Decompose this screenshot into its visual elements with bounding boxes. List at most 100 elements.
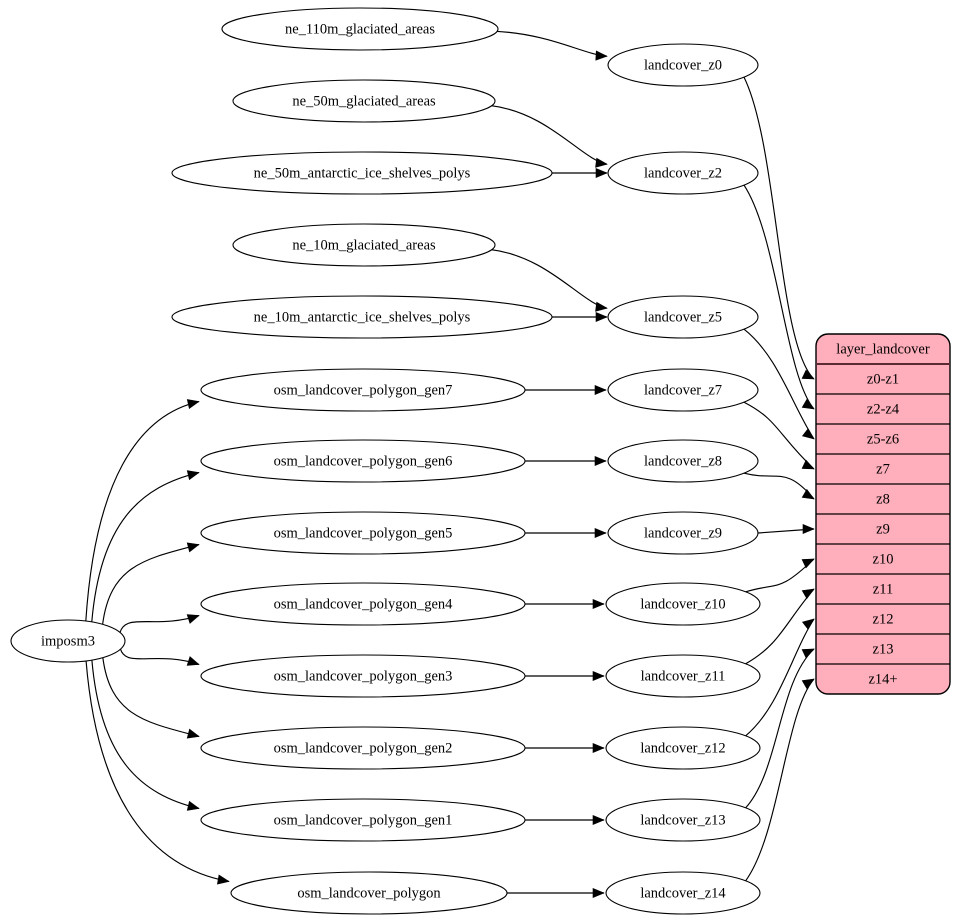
osm-node-ellipse xyxy=(200,439,526,483)
edge-landcover_z13-to-table-arrowhead xyxy=(801,648,815,659)
node-landcover_z12[interactable]: landcover_z12 xyxy=(605,726,761,770)
edge-imposm3-to-osm_landcover_polygon_gen2 xyxy=(102,657,200,738)
node-imposm3[interactable]: imposm3 xyxy=(10,619,126,663)
node-osm_landcover_polygon_gen2[interactable]: osm_landcover_polygon_gen2 xyxy=(200,726,526,770)
node-landcover_z2[interactable]: landcover_z2 xyxy=(607,151,759,195)
landcover-node-ellipse xyxy=(607,151,759,195)
node-label: osm_landcover_polygon_gen1 xyxy=(274,812,453,828)
node-label: landcover_z9 xyxy=(644,525,722,541)
node-ne_110m_glaciated_areas[interactable]: ne_110m_glaciated_areas xyxy=(221,7,499,51)
node-ne_50m_antarctic_ice_shelves_polys[interactable]: ne_50m_antarctic_ice_shelves_polys xyxy=(171,151,553,195)
node-landcover_z10[interactable]: landcover_z10 xyxy=(605,582,761,626)
landcover-node-ellipse xyxy=(607,439,759,483)
edge-imposm3-to-osm_landcover_polygon_gen6 xyxy=(91,471,200,622)
landcover-node-ellipse xyxy=(607,511,759,555)
node-landcover_z13[interactable]: landcover_z13 xyxy=(605,798,761,842)
edge-ne_50m_antarctic_ice_shelves_polys-to-landcover_z2-arrowhead xyxy=(595,167,608,179)
landcover-node-ellipse xyxy=(605,582,761,626)
edge-imposm3-to-osm_landcover_polygon_gen7-arrowhead xyxy=(186,399,200,409)
node-landcover_z7[interactable]: landcover_z7 xyxy=(607,368,759,412)
layer-landcover-table-group[interactable]: layer_landcoverz0-z1z2-z4z5-z6z7z8z9z10z… xyxy=(815,333,951,695)
node-landcover_z0[interactable]: landcover_z0 xyxy=(607,43,759,87)
osm-node-ellipse xyxy=(200,368,526,412)
edge-imposm3-to-osm_landcover_polygon_gen6-arrowhead xyxy=(186,470,200,481)
node-label: ne_110m_glaciated_areas xyxy=(285,21,435,37)
node-landcover_z5[interactable]: landcover_z5 xyxy=(607,295,759,339)
osm-node-ellipse xyxy=(200,726,526,770)
node-label: landcover_z8 xyxy=(644,453,722,469)
landcover-node-ellipse xyxy=(607,43,759,87)
table-row-label: z9 xyxy=(876,521,890,537)
edge-ne_10m_glaciated_areas-to-landcover_z5-arrowhead xyxy=(595,301,608,312)
edge-imposm3-to-osm_landcover_polygon xyxy=(85,660,230,883)
node-ne_10m_glaciated_areas[interactable]: ne_10m_glaciated_areas xyxy=(232,223,496,267)
node-label: landcover_z2 xyxy=(644,165,722,181)
edge-imposm3-to-osm_landcover_polygon_gen4-arrowhead xyxy=(186,614,200,624)
node-ne_10m_antarctic_ice_shelves_polys[interactable]: ne_10m_antarctic_ice_shelves_polys xyxy=(171,295,553,339)
node-ne_50m_glaciated_areas[interactable]: ne_50m_glaciated_areas xyxy=(232,79,496,123)
edge-imposm3-to-osm_landcover_polygon_gen2-arrowhead xyxy=(186,728,200,739)
osm-node-ellipse xyxy=(200,582,526,626)
node-label: landcover_z12 xyxy=(640,740,725,756)
landcover-node-ellipse xyxy=(605,726,761,770)
edge-landcover_z9-to-table-arrowhead xyxy=(802,523,815,535)
edge-landcover_z5-to-table-arrowhead xyxy=(801,428,815,440)
table-row-label: z13 xyxy=(873,641,894,657)
node-label: osm_landcover_polygon_gen7 xyxy=(274,382,453,398)
osm-node-ellipse xyxy=(200,511,526,555)
edge-imposm3-to-osm_landcover_polygon_gen3-arrowhead xyxy=(186,656,200,666)
node-landcover_z9[interactable]: landcover_z9 xyxy=(607,511,759,555)
edge-landcover_z5-to-table xyxy=(743,328,815,440)
landcover-node-ellipse xyxy=(605,798,761,842)
node-osm_landcover_polygon_gen7[interactable]: osm_landcover_polygon_gen7 xyxy=(200,368,526,412)
table-header-label: layer_landcover xyxy=(836,341,930,357)
node-label: landcover_z5 xyxy=(644,309,722,325)
edge-landcover_z13-to-table xyxy=(745,648,815,809)
edge-landcover_z11-to-table-arrowhead xyxy=(801,588,815,600)
edge-landcover_z0-to-table xyxy=(743,76,815,380)
edge-landcover_z12-to-table xyxy=(745,618,815,737)
table-row-label: z12 xyxy=(873,611,894,627)
edge-imposm3-to-osm_landcover_polygon_gen5 xyxy=(102,543,200,625)
node-osm_landcover_polygon_gen1[interactable]: osm_landcover_polygon_gen1 xyxy=(200,798,526,842)
node-landcover_z11[interactable]: landcover_z11 xyxy=(605,654,761,698)
node-osm_landcover_polygon_gen4[interactable]: osm_landcover_polygon_gen4 xyxy=(200,582,526,626)
edge-landcover_z2-to-table xyxy=(743,184,815,410)
landcover-node-ellipse xyxy=(607,295,759,339)
node-osm_landcover_polygon_gen6[interactable]: osm_landcover_polygon_gen6 xyxy=(200,439,526,483)
node-label: landcover_z11 xyxy=(641,668,726,684)
natural-earth-node-ellipse xyxy=(232,79,496,123)
node-label: ne_10m_glaciated_areas xyxy=(292,237,436,253)
node-landcover_z14[interactable]: landcover_z14 xyxy=(605,871,761,915)
edge-ne_110m_glaciated_areas-to-landcover_z0-arrowhead xyxy=(595,50,608,61)
edge-osm_landcover_polygon_gen1-to-landcover_z13-arrowhead xyxy=(592,814,605,826)
edge-landcover_z10-to-table-arrowhead xyxy=(801,558,815,569)
edge-imposm3-to-osm_landcover_polygon_gen5-arrowhead xyxy=(186,542,200,553)
natural-earth-node-ellipse xyxy=(171,295,553,339)
edge-landcover_z2-to-table-arrowhead xyxy=(801,398,815,410)
edge-osm_landcover_polygon_gen7-to-landcover_z7-arrowhead xyxy=(594,384,607,396)
osm-node-ellipse xyxy=(200,798,526,842)
node-osm_landcover_polygon_gen3[interactable]: osm_landcover_polygon_gen3 xyxy=(200,654,526,698)
table-row-label: z8 xyxy=(876,491,890,507)
table-row-label: z10 xyxy=(873,551,894,567)
edge-osm_landcover_polygon_gen2-to-landcover_z12-arrowhead xyxy=(592,742,605,754)
node-label: landcover_z10 xyxy=(640,596,725,612)
landcover-node-ellipse xyxy=(605,654,761,698)
edge-osm_landcover_polygon_gen6-to-landcover_z8-arrowhead xyxy=(594,455,607,467)
edges-layer xyxy=(85,30,815,899)
landcover-node-ellipse xyxy=(607,368,759,412)
table-row-label: z0-z1 xyxy=(867,371,899,387)
edge-ne_110m_glaciated_areas-to-landcover_z0 xyxy=(495,30,608,57)
edge-osm_landcover_polygon_gen5-to-landcover_z9-arrowhead xyxy=(594,527,607,539)
edge-ne_10m_glaciated_areas-to-landcover_z5 xyxy=(490,249,608,309)
node-osm_landcover_polygon_gen5[interactable]: osm_landcover_polygon_gen5 xyxy=(200,511,526,555)
edge-landcover_z11-to-table xyxy=(745,588,815,665)
edge-imposm3-to-osm_landcover_polygon_gen3 xyxy=(119,648,200,665)
edge-landcover_z14-to-table-arrowhead xyxy=(801,678,815,690)
node-osm_landcover_polygon[interactable]: osm_landcover_polygon xyxy=(230,871,508,915)
edge-landcover_z8-to-table-arrowhead xyxy=(801,488,815,500)
node-landcover_z8[interactable]: landcover_z8 xyxy=(607,439,759,483)
edge-imposm3-to-osm_landcover_polygon_gen7 xyxy=(85,400,200,622)
